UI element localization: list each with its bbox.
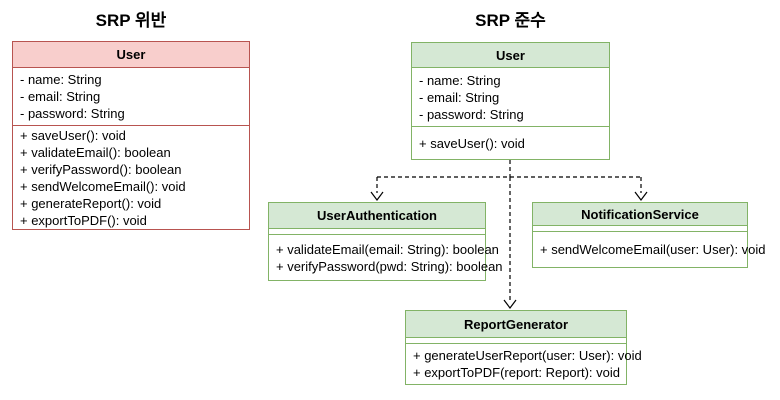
method-line: + sendWelcomeEmail(): void [20, 178, 186, 194]
method-line: + sendWelcomeEmail(user: User): void [540, 242, 766, 257]
attribute-line: - email: String [419, 89, 500, 105]
empty-attributes-compartment [406, 337, 626, 343]
attributes-compartment: - name: String - email: String - passwor… [412, 67, 609, 126]
class-box-report-generator: ReportGenerator + generateUserReport(use… [405, 310, 642, 385]
empty-attributes-compartment [533, 225, 747, 231]
methods-compartment: + sendWelcomeEmail(user: User): void [533, 231, 766, 267]
method-line: + validateEmail(): boolean [20, 144, 171, 160]
empty-attributes-compartment [269, 228, 485, 234]
open-arrowhead-user-authentication [370, 191, 384, 201]
attribute-line: - password: String [20, 106, 125, 121]
attribute-line: - name: String [419, 72, 501, 88]
methods-compartment: + validateEmail(email: String): boolean … [269, 234, 503, 280]
attribute-line: - password: String [419, 106, 524, 122]
methods-compartment: + saveUser(): void + validateEmail(): bo… [13, 125, 249, 229]
open-arrowhead-notification-service [634, 191, 648, 201]
method-line: + generateReport(): void [20, 195, 162, 211]
methods-compartment: + saveUser(): void [412, 126, 609, 159]
open-arrowhead-report-generator [503, 299, 517, 309]
attribute-line: - name: String [20, 72, 102, 87]
method-line: + saveUser(): void [419, 135, 525, 151]
method-line: + verifyPassword(): boolean [20, 161, 182, 177]
class-name-notification-service: NotificationService [533, 203, 747, 225]
method-line: + exportToPDF(): void [20, 212, 147, 228]
method-line: + generateUserReport(user: User): void [413, 348, 642, 363]
methods-compartment: + generateUserReport(user: User): void +… [406, 343, 642, 384]
class-name-report-generator: ReportGenerator [406, 311, 626, 337]
class-name-user-authentication: UserAuthentication [269, 203, 485, 228]
attribute-line: - email: String [20, 89, 101, 104]
method-line: + verifyPassword(pwd: String): boolean [276, 258, 503, 274]
class-name-user-violation: User [13, 42, 249, 67]
class-box-user-authentication: UserAuthentication + validateEmail(email… [268, 202, 503, 281]
class-box-notification-service: NotificationService + sendWelcomeEmail(u… [532, 202, 766, 268]
class-name-user-compliance: User [412, 43, 609, 67]
method-line: + validateEmail(email: String): boolean [276, 241, 499, 257]
violation-section-title: SRP 위반 [95, 11, 167, 30]
method-line: + exportToPDF(report: Report): void [413, 365, 620, 380]
class-box-user-compliance: User - name: String - email: String - pa… [411, 42, 610, 160]
attributes-compartment: - name: String - email: String - passwor… [13, 67, 249, 125]
method-line: + saveUser(): void [20, 127, 126, 143]
compliance-section-title: SRP 준수 [475, 11, 546, 30]
class-box-user-violation: User - name: String - email: String - pa… [12, 41, 250, 230]
